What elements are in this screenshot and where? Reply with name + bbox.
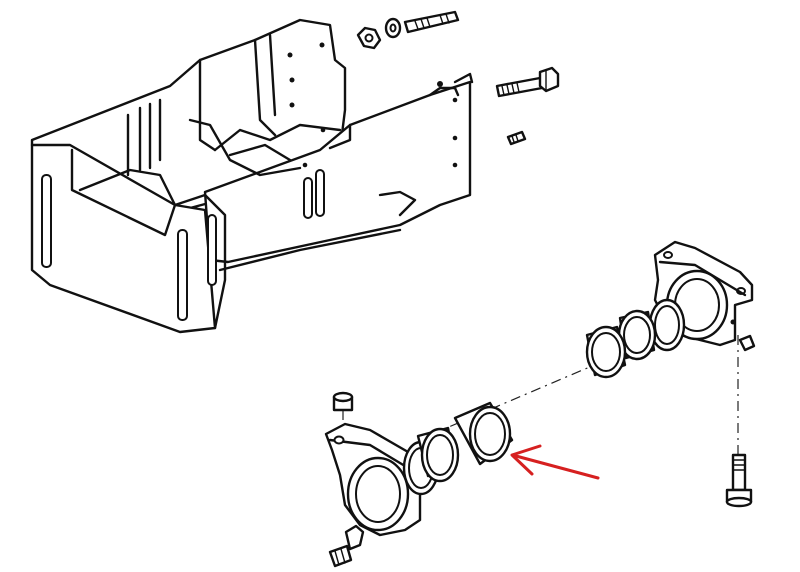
annotation-arrow bbox=[510, 444, 600, 480]
hex-bolt bbox=[495, 66, 560, 98]
rear-bushing-set bbox=[585, 298, 686, 379]
small-pin bbox=[738, 334, 756, 352]
cap-plug bbox=[332, 391, 354, 412]
stud-nut-washer bbox=[356, 10, 460, 50]
housing-frame bbox=[30, 18, 474, 334]
grease-nipple bbox=[328, 524, 365, 568]
front-bushing-set bbox=[402, 401, 514, 496]
set-pin bbox=[506, 130, 527, 146]
long-bolt bbox=[725, 453, 753, 508]
